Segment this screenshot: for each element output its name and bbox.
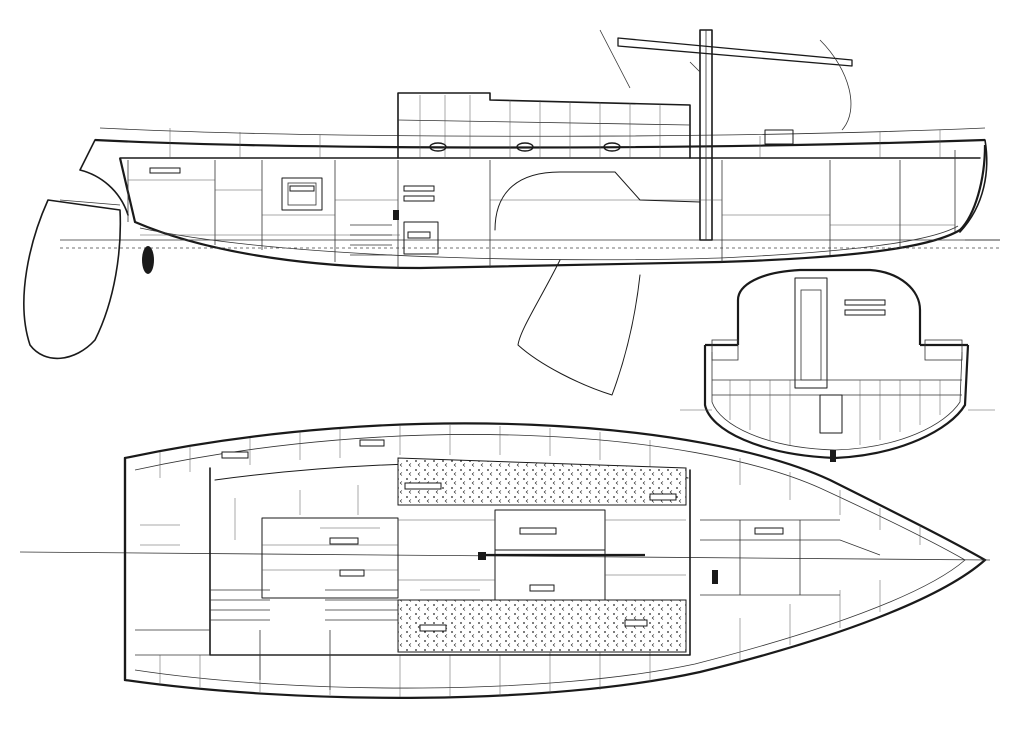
porthole-3 (603, 142, 621, 152)
label-tag (339, 569, 365, 577)
rail-line (99, 127, 986, 137)
plan-berth-fwd (494, 549, 606, 601)
label-tag (407, 231, 431, 239)
profile-view (23, 29, 1000, 396)
section-inner-hull (711, 351, 963, 451)
plan-hull-outline (123, 422, 987, 699)
rudder (23, 199, 122, 360)
bow-stem (959, 139, 988, 233)
transom (79, 139, 129, 216)
section-berth-right (924, 339, 963, 361)
forward-hatch (764, 129, 794, 145)
plan-shelves (234, 485, 686, 581)
section-deckhouse (736, 268, 922, 345)
inner-hull-line (139, 225, 959, 261)
section-frames (729, 380, 941, 445)
cabinet-2 (403, 221, 439, 255)
boom (617, 37, 853, 67)
label-tag (149, 167, 181, 174)
plan-leaders (140, 524, 800, 591)
plan-forward-cabin (700, 519, 881, 596)
label-tag (649, 493, 677, 501)
label-tag (289, 185, 315, 192)
label-tag (519, 527, 557, 535)
mast (699, 29, 713, 241)
rigging-1 (689, 61, 701, 73)
fitting-block (393, 210, 399, 220)
stanchions (169, 128, 941, 158)
plan-quarter-berths (210, 589, 398, 621)
label-tag (221, 451, 249, 459)
label-tag (529, 584, 555, 592)
plan-cabin-top-panel (397, 457, 687, 506)
plan-mast-step (478, 552, 486, 560)
cabin-frames (419, 95, 661, 158)
stern-fitting (59, 199, 121, 206)
label-tag (624, 619, 648, 627)
profile-shelves (128, 179, 955, 236)
plan-cabin-outline (209, 467, 691, 656)
section-berth-left (711, 339, 739, 361)
section-view (680, 268, 995, 462)
label-tag (404, 482, 442, 490)
cabin-house (397, 92, 691, 159)
gaff-line (599, 29, 631, 89)
label-tag (403, 185, 435, 192)
porthole-1 (429, 142, 447, 152)
propeller (142, 246, 154, 274)
porthole-2 (516, 142, 534, 152)
label-tag (359, 439, 385, 447)
hull-profile (118, 144, 987, 270)
section-mast-box (794, 277, 828, 389)
plan-aft-lockers (135, 629, 400, 690)
label-tag (754, 527, 784, 535)
label-tag (419, 624, 447, 632)
label-tag (844, 299, 886, 306)
centreboard (517, 259, 641, 396)
label-tag (844, 309, 886, 316)
section-hull (703, 344, 970, 460)
berth-outline (494, 171, 701, 231)
section-keel (819, 394, 843, 434)
cabinet-1-inner (287, 182, 317, 206)
label-tag (329, 537, 359, 545)
cabinet-1 (281, 177, 323, 211)
section-keelson (830, 450, 836, 462)
plan-fwd-fitting (712, 570, 718, 584)
profile-bulkheads (127, 150, 956, 268)
sail-curve (819, 39, 852, 131)
section-mast-inner (800, 289, 822, 381)
cabin-line (397, 119, 691, 126)
plan-saloon (261, 517, 399, 599)
plan-view (19, 422, 991, 699)
label-tag (403, 195, 435, 202)
plan-ribs-top (159, 425, 921, 545)
companion-steps (350, 224, 392, 256)
